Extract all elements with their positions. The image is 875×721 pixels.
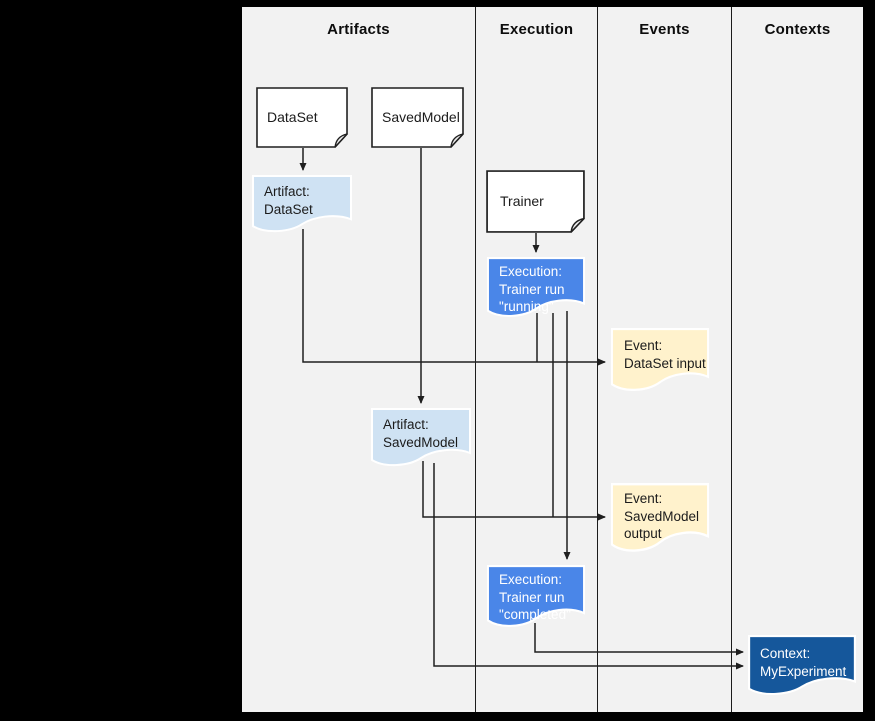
column-header-events: Events — [639, 20, 690, 38]
node-context-myexperiment: Context: MyExperiment — [748, 635, 856, 697]
node-execution-running-line2: Trainer run — [499, 281, 565, 297]
wave-shape — [487, 565, 585, 627]
node-event-savedmodel-output: Event: SavedModel output — [611, 483, 709, 554]
wave-shape — [487, 257, 585, 317]
node-artifact-dataset-line1: Artifact: — [264, 184, 310, 199]
node-artifact-dataset-line2: DataSet — [264, 201, 313, 217]
node-execution-completed: Execution: Trainer run "completed" — [487, 565, 585, 629]
document-shape — [486, 170, 585, 233]
node-execution-completed-line2: Trainer run — [499, 589, 565, 605]
wave-shape — [611, 328, 709, 391]
node-event-dataset-input-line1: Event: — [624, 338, 663, 353]
node-execution-running: Execution: Trainer run "running" — [487, 257, 585, 319]
column-divider-artifacts-execution — [475, 7, 477, 712]
node-context-myexperiment-line1: Context: — [760, 646, 811, 661]
column-divider-execution-events — [597, 7, 599, 712]
column-divider-events-contexts — [731, 7, 733, 712]
document-shape — [371, 87, 464, 148]
wave-shape — [252, 175, 352, 233]
node-event-dataset-input: Event: DataSet input — [611, 328, 709, 393]
node-event-dataset-input-line2: DataSet input — [624, 355, 706, 371]
node-artifact-savedmodel: Artifact: SavedModel — [371, 408, 471, 468]
node-artifact-dataset: Artifact: DataSet — [252, 175, 352, 234]
node-dataset-label: DataSet — [267, 108, 318, 125]
node-context-myexperiment-line2: MyExperiment — [760, 663, 847, 679]
node-execution-completed-line1: Execution: — [499, 572, 563, 587]
node-artifact-savedmodel-line1: Artifact: — [383, 417, 429, 432]
wave-shape — [611, 483, 709, 552]
node-savedmodel-label: SavedModel — [382, 108, 460, 125]
node-execution-completed-line3: "completed" — [499, 607, 571, 622]
node-savedmodel: SavedModel — [371, 87, 464, 148]
node-event-savedmodel-output-line2: SavedModel — [624, 508, 700, 524]
edge-artifact-savedmodel-to-event-savedmodel-output — [422, 461, 606, 521]
wave-shape — [371, 408, 471, 466]
node-execution-running-line3: "running" — [499, 299, 554, 314]
column-header-execution: Execution — [499, 20, 574, 38]
node-dataset: DataSet — [256, 87, 348, 148]
node-execution-running-line1: Execution: — [499, 264, 563, 279]
node-artifact-savedmodel-line2: SavedModel — [383, 434, 459, 450]
document-shape — [256, 87, 348, 148]
column-header-artifacts: Artifacts — [327, 20, 390, 38]
node-event-savedmodel-output-line1: Event: — [624, 491, 663, 506]
wave-shape — [748, 635, 856, 695]
node-trainer-label: Trainer — [500, 192, 544, 209]
node-trainer: Trainer — [486, 170, 585, 233]
diagram-canvas: Artifacts Execution Events Contexts — [242, 7, 863, 712]
column-header-contexts: Contexts — [764, 20, 831, 38]
node-event-savedmodel-output-line3: output — [624, 526, 662, 541]
